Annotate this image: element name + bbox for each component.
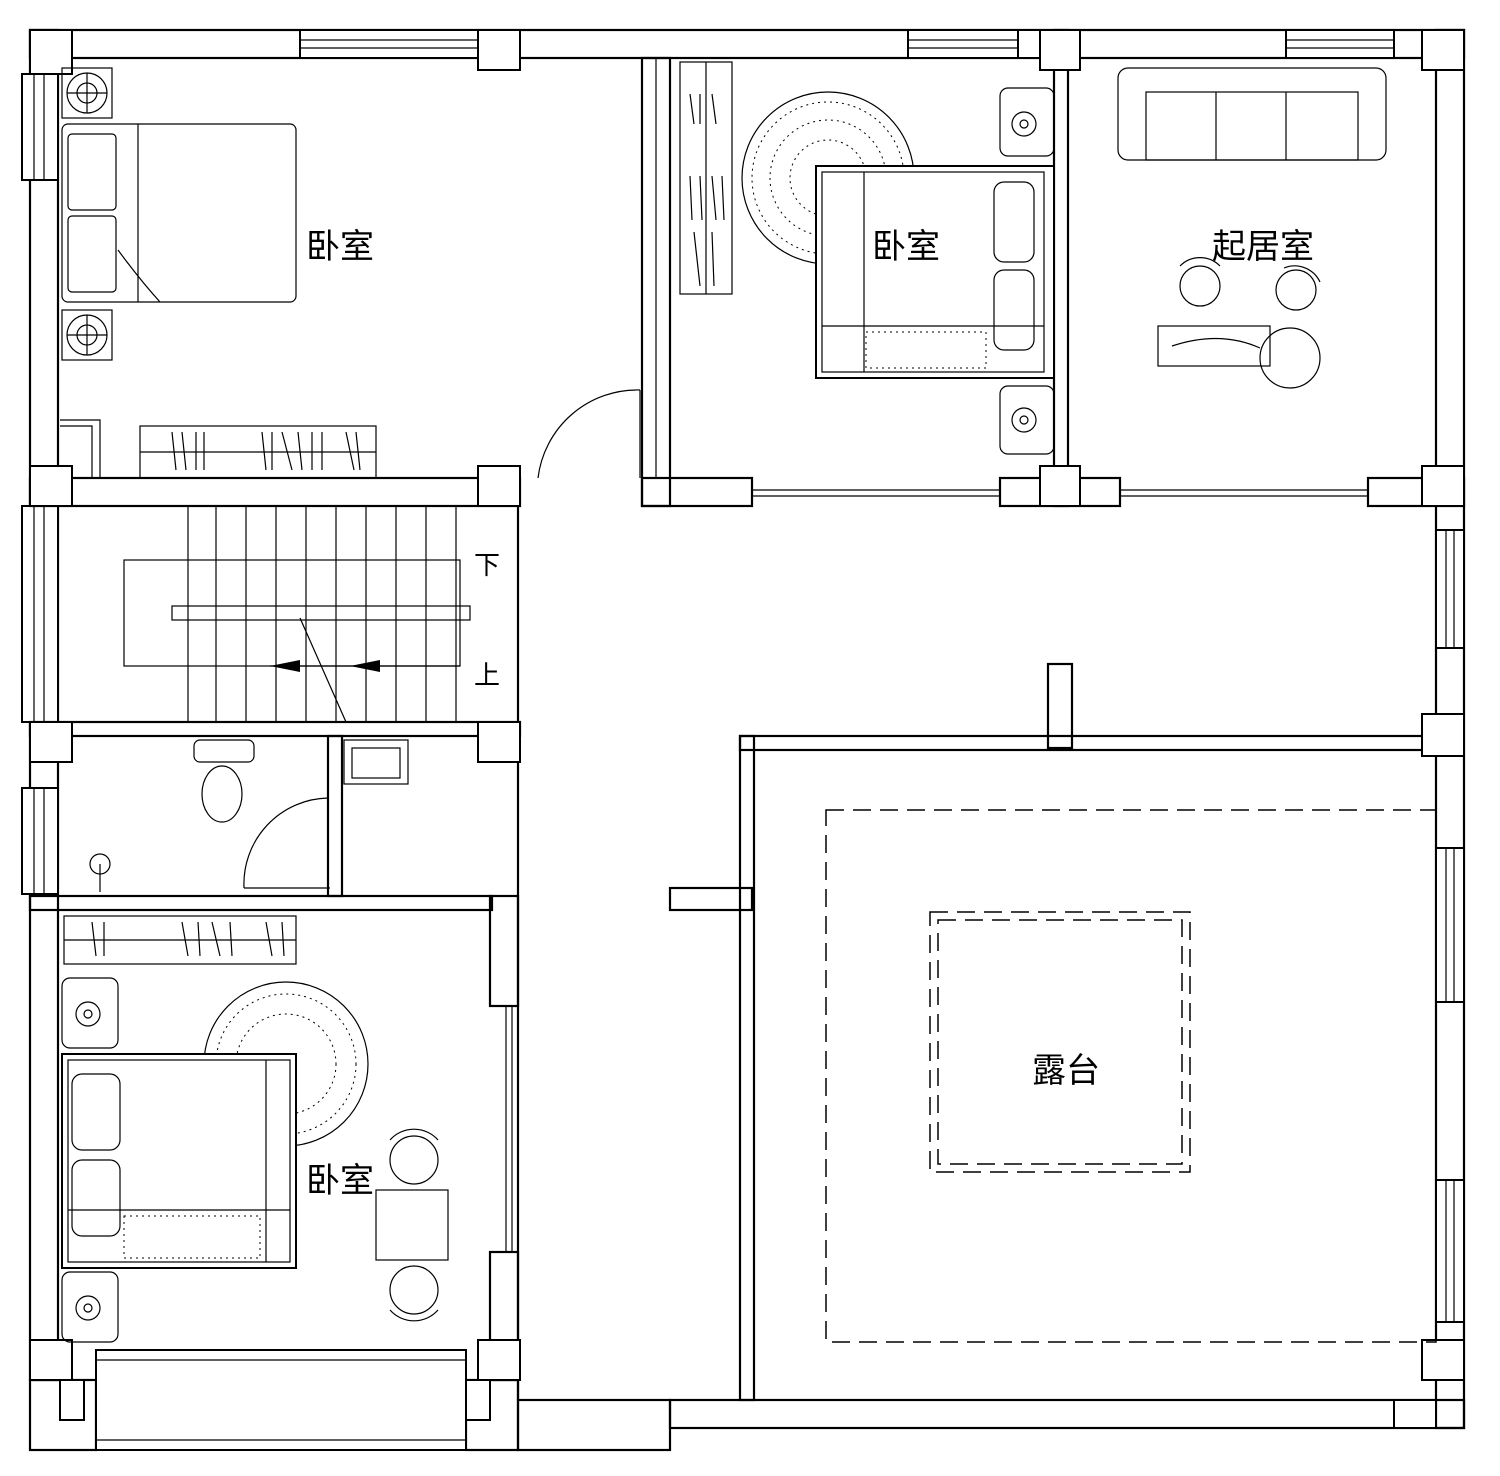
- bathroom-fixtures: [89, 739, 409, 892]
- columns: [29, 29, 1465, 1429]
- label-terrace: 露台: [1032, 1051, 1100, 1091]
- doors: [243, 389, 641, 890]
- bedroom-nw-furniture: [60, 67, 377, 479]
- room-labels: 卧室 卧室 起居室 卧室 露台 下 上: [306, 227, 1314, 1201]
- interior-walls: [28, 28, 1466, 1402]
- label-bedroom-sw: 卧室: [306, 1161, 374, 1201]
- bedroom-sw-furniture: [61, 915, 449, 1343]
- label-living-room: 起居室: [1212, 227, 1314, 267]
- label-bedroom-nw: 卧室: [306, 227, 374, 267]
- stairs: [123, 506, 471, 723]
- living-room-furniture: [1117, 67, 1387, 389]
- label-bedroom-n: 卧室: [872, 227, 940, 267]
- label-stairs-down: 下: [474, 551, 500, 581]
- label-stairs-up: 上: [474, 661, 500, 691]
- terrace-markings: [825, 809, 1437, 1343]
- bedroom-n-furniture: [679, 61, 1055, 455]
